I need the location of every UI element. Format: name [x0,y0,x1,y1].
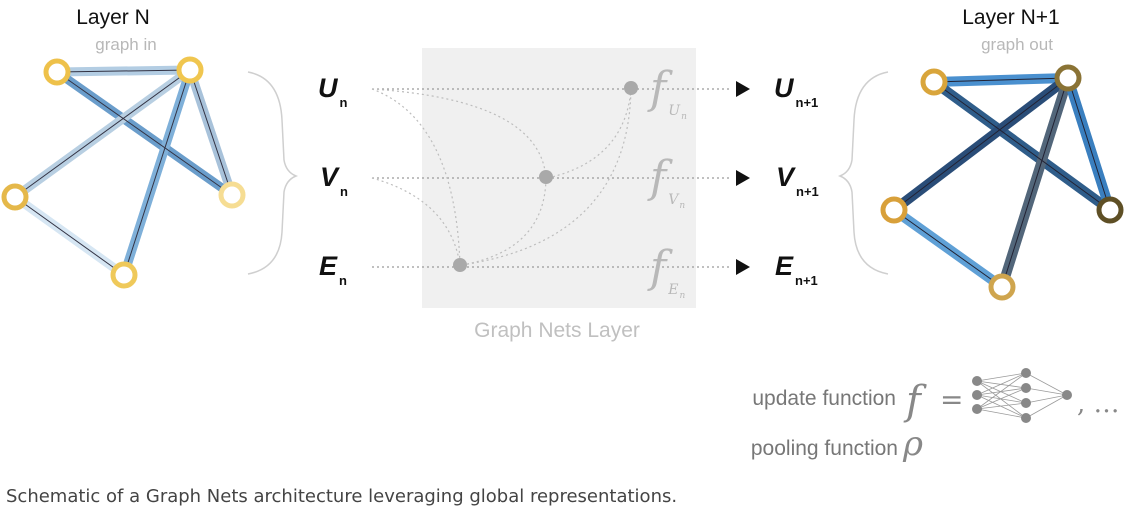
output-graph: Layer N+1 graph out [880,6,1124,301]
edge-core [933,81,1111,211]
input-graph-edges [10,65,237,280]
graph-node [218,181,246,209]
edge-core [56,71,233,196]
edge-core [893,77,1069,211]
graph-node [110,261,138,289]
edge-core [14,196,125,276]
aggregation-curves [371,88,632,266]
input-graph: Layer N graph in [1,6,246,289]
update-node-e [453,258,467,272]
edge-core [189,69,233,196]
layer-n1-title: Layer N+1 [962,6,1059,29]
legend-pooling-symbol: ρ [902,424,923,464]
arrow-e [736,259,750,275]
update-node-u [624,81,638,95]
edge-core [14,69,191,198]
edge-core [56,69,191,73]
graph-node [920,68,948,96]
output-graph-nodes [880,64,1124,301]
graph-node [1,183,29,211]
graph-node [988,273,1016,301]
edge-core [893,209,1003,288]
legend-equals: = [940,383,963,416]
graph-nets-layer-label: Graph Nets Layer [474,319,640,342]
graph-node [43,58,71,86]
update-node-v [539,170,553,184]
graph-node [880,196,908,224]
update-nodes [453,81,638,272]
arrow-v [736,170,750,186]
graph-node [176,56,204,84]
figure-caption: Schematic of a Graph Nets architecture l… [6,486,678,507]
legend-update-symbol: f [903,378,927,424]
left-brace [247,71,299,275]
curve-e-to-v [461,177,547,266]
right-brace [837,71,889,275]
edge-core [123,69,191,276]
curve-e-to-u [461,88,632,266]
legend-ellipsis: , … [1077,389,1120,419]
layer-n1-subtitle: graph out [981,35,1053,54]
legend-pooling-label: pooling function [751,437,898,460]
layer-n-subtitle: graph in [95,35,156,54]
curve-u-to-v [371,88,547,179]
curve-u-to-e [371,88,461,266]
edge-core [1067,77,1111,211]
legend: update function f = , … pooling function… [751,368,1120,464]
output-graph-edges [889,73,1115,292]
layer-n-title: Layer N [76,6,150,29]
graph-node [1054,64,1082,92]
curve-v-to-u [547,88,632,179]
graph-node [1096,196,1124,224]
neural-network-icon [972,368,1072,423]
output-arrows [736,81,750,275]
edge-core [1001,77,1069,288]
legend-update-label: update function [752,387,896,410]
input-graph-nodes [1,56,246,289]
edge-core [933,77,1069,83]
arrow-u [736,81,750,97]
